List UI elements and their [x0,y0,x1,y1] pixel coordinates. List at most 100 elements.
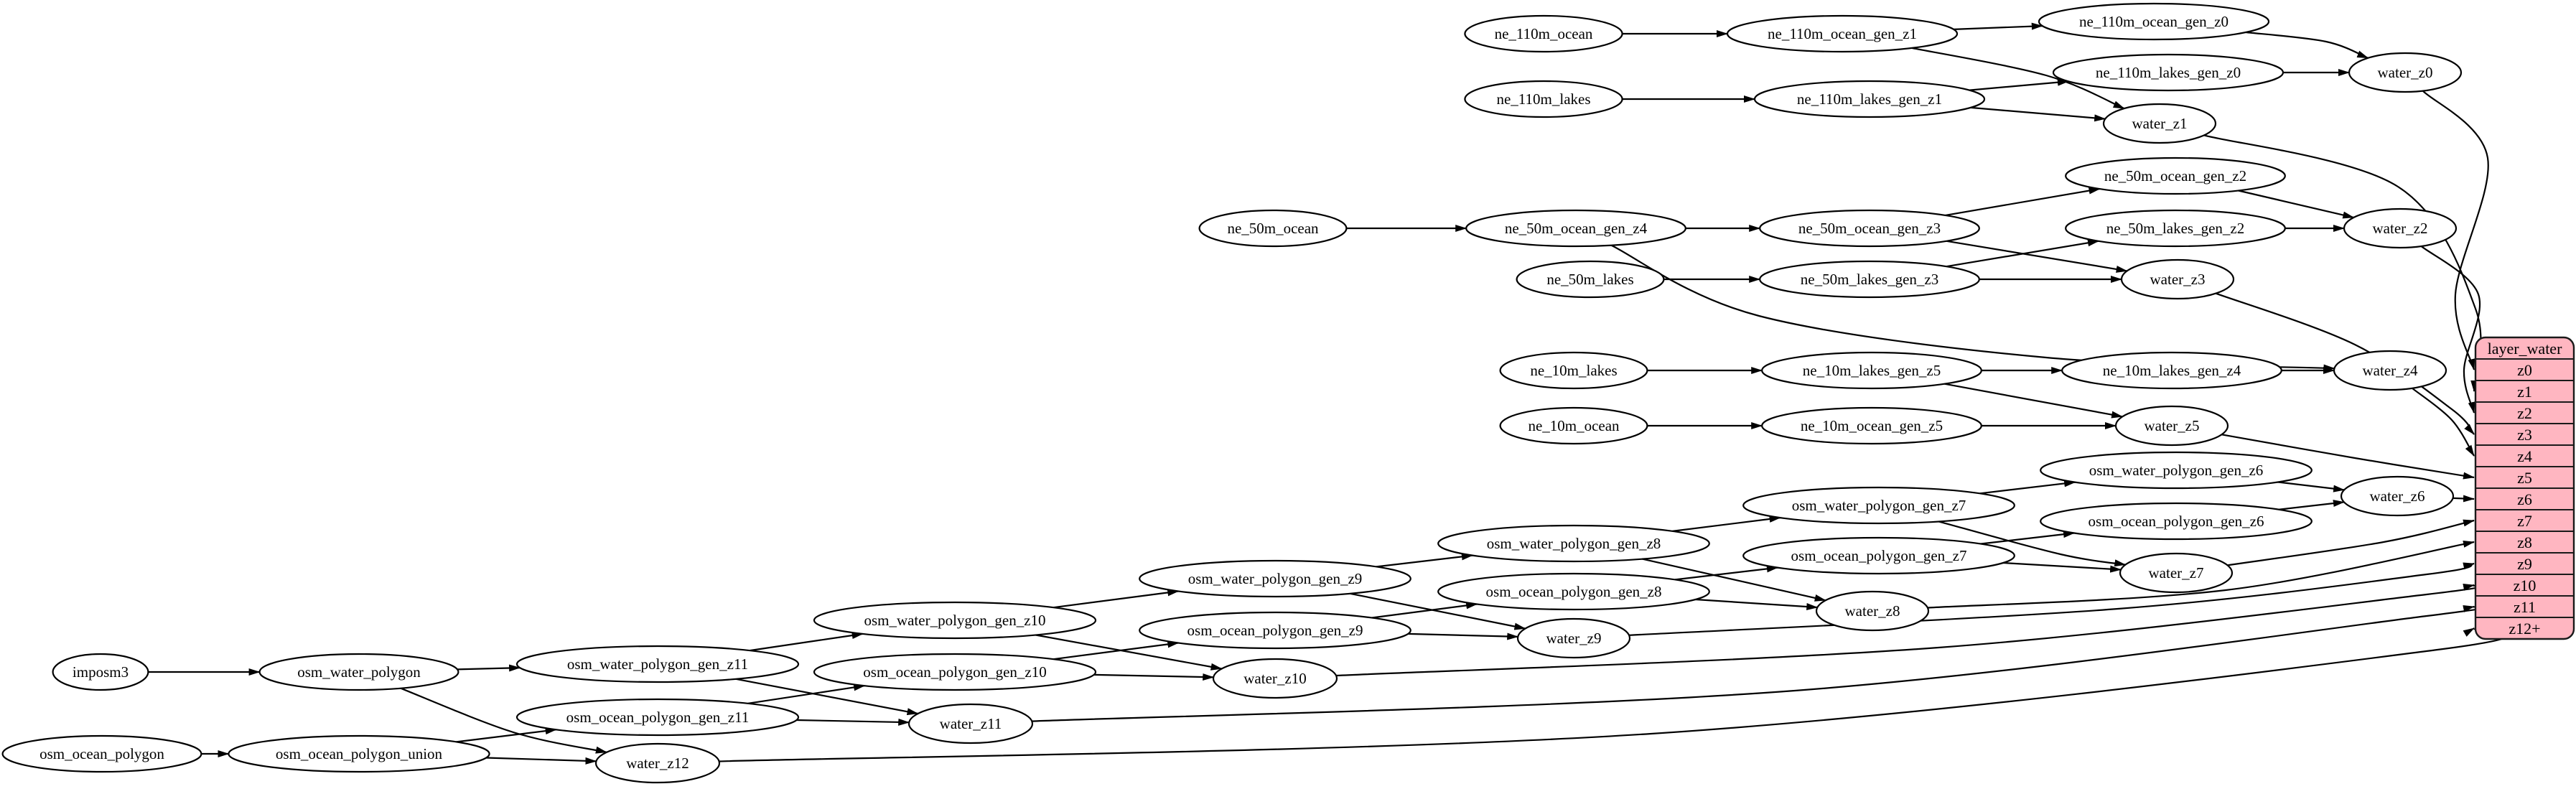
edge-water_z6--layer_water-z6 [2453,495,2475,503]
edge-water_z10--layer_water-z10 [1336,584,2482,677]
ne_10m_lakes_gen_z5-ellipse [1761,351,1982,390]
ne_50m_ocean_gen_z4-ellipse [1465,209,1686,248]
osm_ocean_polygon_gen_z9-ellipse [1139,611,1411,650]
osm_ocean_polygon_gen_z11-ellipse [515,698,800,737]
node-water_z9: water_z9 [1516,617,1631,659]
layer-water-row-z4: z4 [2517,447,2532,465]
edge-osm_water_polygon_gen_z8--water_z8 [1642,558,1826,602]
osm_water_polygon_gen_z11-label: osm_water_polygon_gen_z11 [567,655,748,673]
node-water_z0: water_z0 [2348,52,2463,93]
water_z2-ellipse [2343,207,2458,249]
layer-water-row-z3: z3 [2517,426,2532,444]
edge-osm_water_polygon_gen_z11--water_z11 [735,678,919,716]
node-water_z8: water_z8 [1815,590,1930,632]
edge-ne_110m_lakes_gen_z1--water_z1 [1970,106,2106,122]
osm_water_polygon_gen_z10-ellipse [813,601,1097,640]
node-ne_110m_lakes: ne_110m_lakes [1464,80,1623,118]
edge-osm_water_polygon_gen_z7--water_z7 [1938,520,2127,567]
edge-osm_water_polygon_gen_z10--osm_water_polygon_gen_z9 [1053,589,1180,609]
edge-osm_ocean_polygon_gen_z6--water_z6 [2279,500,2345,510]
osm_ocean_polygon_gen_z10-ellipse [813,653,1097,691]
edge-water_z9--layer_water-z9 [1629,562,2475,636]
ne_50m_ocean_gen_z2-label: ne_50m_ocean_gen_z2 [2104,167,2246,185]
edge-osm_water_polygon_gen_z10--water_z10 [1035,634,1223,671]
node-water_z5: water_z5 [2114,405,2229,447]
osm_ocean_polygon_gen_z8-ellipse [1437,572,1710,611]
edge-ne_110m_lakes_gen_z1--ne_110m_lakes_gen_z0 [1969,78,2069,91]
imposm3-label: imposm3 [73,663,129,681]
ne_50m_ocean_gen_z2-ellipse [2065,157,2286,195]
ne_110m_ocean_gen_z1-label: ne_110m_ocean_gen_z1 [1768,25,1917,42]
layer-water-row-z0: z0 [2517,361,2532,379]
osm_ocean_polygon_gen_z8-label: osm_ocean_polygon_gen_z8 [1486,583,1662,600]
water_z11-ellipse [907,703,1034,744]
node-imposm3: imposm3 [52,653,149,691]
layer-water-row-z7: z7 [2517,512,2532,530]
edge-osm_water_polygon_gen_z11--osm_water_polygon_gen_z10 [750,632,864,652]
node-ne_110m_ocean_gen_z1: ne_110m_ocean_gen_z1 [1726,14,1959,53]
edge-ne_50m_ocean_gen_z4--water_z4 [1610,244,2335,372]
water_z3-label: water_z3 [2150,271,2206,288]
water_z7-label: water_z7 [2149,564,2204,582]
layer-water-row-z9: z9 [2517,555,2532,573]
ne_10m_lakes-label: ne_10m_lakes [1530,362,1617,379]
node-osm_ocean_polygon_gen_z8: osm_ocean_polygon_gen_z8 [1437,572,1710,611]
ne_10m_lakes-ellipse [1499,351,1648,390]
edge-ne_50m_lakes_gen_z3--ne_50m_lakes_gen_z2 [1946,239,2099,268]
edge-osm_water_polygon_gen_z8--osm_water_polygon_gen_z7 [1672,515,1781,532]
node-ne_50m_lakes_gen_z3: ne_50m_lakes_gen_z3 [1759,260,1980,299]
water_z8-ellipse [1815,590,1930,632]
ne_10m_lakes_gen_z4-ellipse [2061,351,2282,390]
node-ne_50m_ocean_gen_z4: ne_50m_ocean_gen_z4 [1465,209,1686,248]
osm_ocean_polygon-ellipse [1,734,202,773]
ne_50m_ocean-label: ne_50m_ocean [1227,220,1319,237]
edge-ne_50m_ocean_gen_z3--ne_50m_ocean_gen_z2 [1945,187,2101,216]
ne_50m_lakes_gen_z3-label: ne_50m_lakes_gen_z3 [1801,271,1938,288]
layer-water-row-z8: z8 [2517,533,2532,551]
osm_ocean_polygon_gen_z11-label: osm_ocean_polygon_gen_z11 [566,709,750,726]
imposm3-ellipse [52,653,149,691]
edge-osm_water_polygon_gen_z9--water_z9 [1350,592,1526,630]
osm_water_polygon_gen_z7-label: osm_water_polygon_gen_z7 [1792,497,1966,514]
edge-ne_50m_ocean_gen_z2--water_z2 [2238,190,2355,219]
node-osm_water_polygon_gen_z8: osm_water_polygon_gen_z8 [1437,524,1710,563]
ne_110m_ocean_gen_z1-ellipse [1726,14,1959,53]
edge-osm_water_polygon_gen_z9--osm_water_polygon_gen_z8 [1376,553,1473,568]
node-osm_water_polygon_gen_z10: osm_water_polygon_gen_z10 [813,601,1097,640]
edge-osm_ocean_polygon_gen_z11--water_z11 [796,718,910,726]
edge-osm_water_polygon--water_z12 [400,687,607,754]
ne_10m_lakes_gen_z5-label: ne_10m_lakes_gen_z5 [1803,362,1941,379]
edge-water_z2--layer_water-z2 [2420,246,2481,414]
osm_water_polygon_gen_z7-ellipse [1742,486,2015,525]
osm_water_polygon_gen_z11-ellipse [515,645,800,683]
edge-ne_50m_ocean_gen_z3--water_z3 [1946,240,2128,273]
osm_water_polygon_gen_z9-ellipse [1139,559,1411,598]
ne_50m_ocean_gen_z3-ellipse [1759,209,1980,248]
osm_water_polygon_gen_z8-ellipse [1437,524,1710,563]
node-ne_110m_lakes_gen_z0: ne_110m_lakes_gen_z0 [2052,53,2285,92]
edge-osm_ocean_polygon_gen_z10--water_z10 [1093,673,1215,681]
node-osm_water_polygon_gen_z6: osm_water_polygon_gen_z6 [2040,451,2313,490]
water_z6-ellipse [2340,475,2455,517]
water_z0-label: water_z0 [2378,64,2433,81]
osm_water_polygon-ellipse [258,653,459,691]
osm_ocean_polygon_union-label: osm_ocean_polygon_union [276,745,443,762]
node-ne_110m_ocean_gen_z0: ne_110m_ocean_gen_z0 [2038,2,2270,41]
ne_110m_lakes_gen_z1-label: ne_110m_lakes_gen_z1 [1797,90,1942,108]
ne_50m_lakes_gen_z3-ellipse [1759,260,1980,299]
edge-ne_110m_ocean_gen_z1--ne_110m_ocean_gen_z0 [1954,22,2043,30]
water_z5-ellipse [2114,405,2229,447]
node-osm_ocean_polygon_gen_z7: osm_ocean_polygon_gen_z7 [1742,536,2015,575]
edge-osm_ocean_polygon_gen_z9--water_z9 [1408,632,1519,640]
ne_50m_lakes_gen_z2-label: ne_50m_lakes_gen_z2 [2106,220,2244,237]
osm_ocean_polygon_gen_z10-label: osm_ocean_polygon_gen_z10 [863,663,1046,681]
water_z10-label: water_z10 [1243,670,1306,687]
node-ne_10m_lakes_gen_z5: ne_10m_lakes_gen_z5 [1761,351,1982,390]
edge-water_z12--layer_water-z12+ [719,627,2509,762]
node-ne_50m_ocean_gen_z3: ne_50m_ocean_gen_z3 [1759,209,1980,248]
water_z0-ellipse [2348,52,2463,93]
layer-water-row-z11: z11 [2514,598,2536,616]
osm_ocean_polygon_gen_z9-label: osm_ocean_polygon_gen_z9 [1187,622,1363,639]
water_z7-ellipse [2119,552,2234,594]
water_z10-ellipse [1212,658,1338,699]
